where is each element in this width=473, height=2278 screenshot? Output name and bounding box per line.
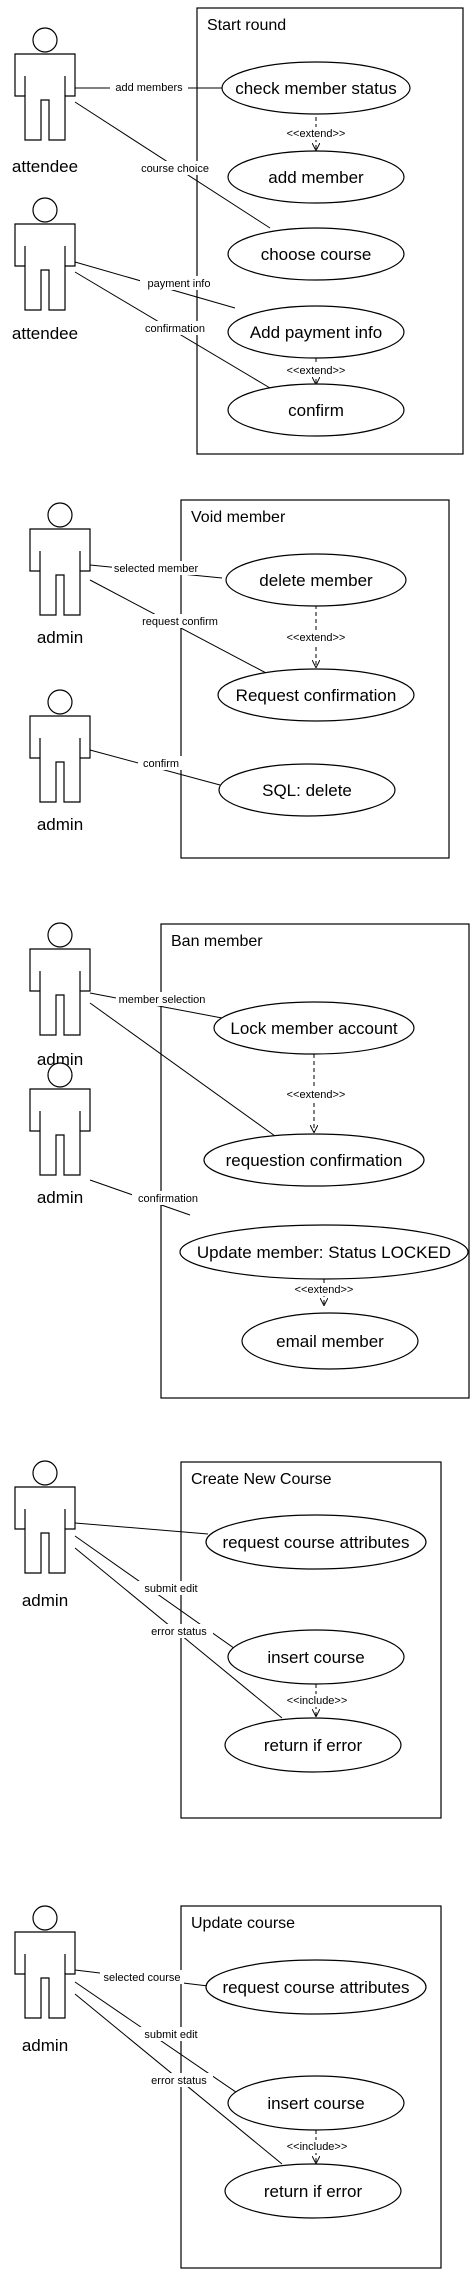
- association-label: confirm: [143, 758, 179, 770]
- use-case-update-member-status-locked: Update member: Status LOCKED: [179, 1224, 469, 1280]
- relation-label: <<extend>>: [287, 1089, 346, 1101]
- use-case-sql-delete: SQL: delete: [218, 763, 396, 817]
- relation-label: <<extend>>: [287, 632, 346, 644]
- relation-label: <<include>>: [287, 1695, 348, 1707]
- association-label: submit edit: [144, 1583, 197, 1595]
- association-label: course choice: [141, 163, 209, 175]
- actor-admin-1: admin: [29, 922, 91, 1069]
- association-label: payment info: [148, 278, 211, 290]
- use-case-label: return if error: [264, 2182, 363, 2201]
- association-label: submit edit: [144, 2029, 197, 2041]
- use-case-insert-course: insert course: [227, 2075, 405, 2131]
- association-label: error status: [151, 2075, 207, 2087]
- use-case-return-if-error: return if error: [224, 2163, 402, 2219]
- use-case-label: insert course: [267, 1648, 364, 1667]
- use-case-delete-member: delete member: [225, 553, 407, 607]
- diagram-start-round: Start round attendee attendee add member…: [12, 7, 464, 455]
- diagram-title: Start round: [207, 17, 286, 34]
- use-case-lock-member-account: Lock member account: [213, 1001, 415, 1055]
- use-case-label: Update member: Status LOCKED: [197, 1243, 451, 1262]
- actor-label: admin: [37, 628, 83, 647]
- actor-admin-2: admin: [29, 1062, 91, 1207]
- use-case-label: Add payment info: [250, 323, 382, 342]
- association-label: add members: [115, 82, 183, 94]
- diagram-title: Create New Course: [191, 1471, 332, 1488]
- use-case-label: add member: [268, 168, 364, 187]
- actor-label: attendee: [12, 324, 78, 343]
- diagram-ban-member: Ban member admin admin member selection …: [29, 922, 470, 1399]
- use-case-add-payment-info: Add payment info: [227, 305, 405, 359]
- actor-admin: admin: [14, 1905, 76, 2055]
- use-case-label: delete member: [259, 571, 373, 590]
- use-case-label: email member: [276, 1332, 384, 1351]
- actor-label: admin: [22, 1591, 68, 1610]
- association-label: selected course: [103, 1972, 180, 1984]
- association-label: error status: [151, 1626, 207, 1638]
- use-case-confirm: confirm: [227, 383, 405, 437]
- association-label: confirmation: [138, 1193, 198, 1205]
- association-label: request confirm: [142, 616, 218, 628]
- relation-label: <<extend>>: [287, 128, 346, 140]
- diagram-title: Update course: [191, 1915, 295, 1932]
- use-case-return-if-error: return if error: [224, 1717, 402, 1773]
- relation-label: <<extend>>: [287, 365, 346, 377]
- use-case-label: insert course: [267, 2094, 364, 2113]
- association-label: selected member: [114, 563, 199, 575]
- use-case-check-member-status: check member status: [221, 61, 411, 115]
- relation-label: <<extend>>: [295, 1284, 354, 1296]
- use-case-label: choose course: [261, 245, 372, 264]
- association-line: [74, 1981, 266, 2113]
- actor-label: admin: [37, 1050, 83, 1069]
- use-case-label: request course attributes: [222, 1533, 409, 1552]
- actor-admin: admin: [14, 1460, 76, 1610]
- diagram-title: Ban member: [171, 933, 263, 950]
- use-case-label: request course attributes: [222, 1978, 409, 1997]
- diagram-create-new-course: Create New Course admin submit edit erro…: [14, 1460, 442, 1819]
- actor-attendee-1: attendee: [12, 27, 78, 176]
- diagram-void-member: Void member admin admin selected member …: [29, 499, 450, 859]
- association-label: confirmation: [145, 323, 205, 335]
- actor-label: admin: [22, 2036, 68, 2055]
- use-case-insert-course: insert course: [227, 1629, 405, 1685]
- association-line: [89, 1002, 276, 1137]
- use-case-label: check member status: [235, 79, 397, 98]
- actor-label: admin: [37, 815, 83, 834]
- use-case-label: SQL: delete: [262, 781, 352, 800]
- actor-admin-2: admin: [29, 689, 91, 834]
- use-case-label: Request confirmation: [236, 686, 397, 705]
- actor-admin-1: admin: [29, 502, 91, 647]
- diagram-title: Void member: [191, 509, 286, 526]
- use-case-request-course-attributes: request course attributes: [205, 1514, 427, 1570]
- use-case-label: return if error: [264, 1736, 363, 1755]
- use-case-choose-course: choose course: [227, 227, 405, 281]
- association-line: [74, 1522, 209, 1535]
- actor-label: attendee: [12, 157, 78, 176]
- use-case-label: Lock member account: [230, 1019, 398, 1038]
- use-case-label: requestion confirmation: [226, 1151, 403, 1170]
- use-case-request-course-attributes: request course attributes: [205, 1959, 427, 2015]
- actor-attendee-2: attendee: [12, 197, 78, 343]
- use-case-email-member: email member: [241, 1312, 419, 1370]
- association-label: member selection: [119, 994, 206, 1006]
- use-case-label: confirm: [288, 401, 344, 420]
- use-case-add-member: add member: [227, 150, 405, 204]
- diagram-update-course: Update course admin selected course subm…: [14, 1905, 442, 2269]
- use-case-request-confirmation: Request confirmation: [217, 668, 415, 722]
- actor-label: admin: [37, 1188, 83, 1207]
- relation-label: <<include>>: [287, 2141, 348, 2153]
- use-case-requestion-confirmation: requestion confirmation: [203, 1133, 425, 1187]
